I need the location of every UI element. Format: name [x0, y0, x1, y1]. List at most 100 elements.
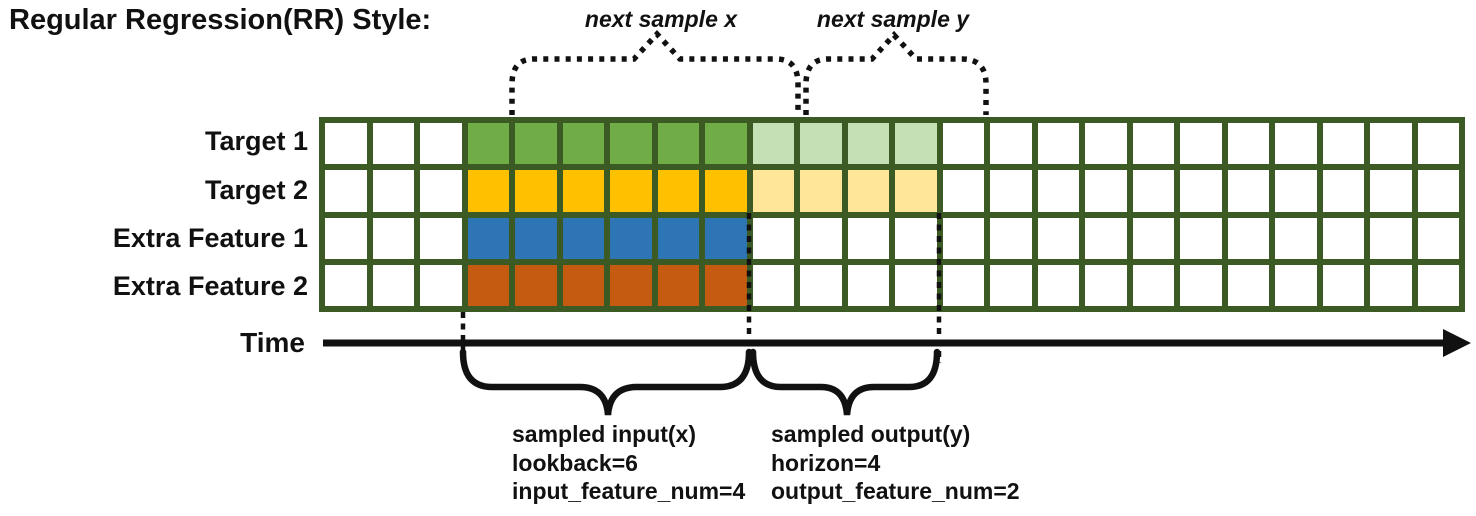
grid-cell	[325, 170, 367, 212]
grid-cell	[420, 217, 462, 259]
grid-cell	[847, 170, 889, 212]
grid-cell	[1417, 170, 1459, 212]
horizon-value: horizon=4	[771, 449, 881, 476]
grid-cell	[562, 264, 604, 306]
grid-cell	[1417, 123, 1459, 165]
grid-cell	[942, 123, 984, 165]
grid-cell	[1085, 264, 1127, 306]
next-sample-y-brace	[803, 30, 989, 115]
grid-cell	[467, 264, 509, 306]
next-sample-x-brace	[509, 29, 801, 115]
grid-cell	[1370, 217, 1412, 259]
grid-cell	[515, 170, 557, 212]
grid-cell	[752, 170, 794, 212]
grid-cell	[990, 170, 1032, 212]
grid-cell	[1037, 217, 1079, 259]
grid-cell	[657, 170, 699, 212]
grid-cell	[515, 264, 557, 306]
sampled-output-brace	[749, 348, 941, 416]
grid-cell	[895, 264, 937, 306]
next-sample-x-label: next sample x	[584, 6, 738, 32]
grid-cell	[752, 217, 794, 259]
grid-cell	[847, 123, 889, 165]
grid-cell	[705, 264, 747, 306]
grid-cell	[467, 123, 509, 165]
grid-cell	[990, 123, 1032, 165]
grid-cell	[1132, 123, 1174, 165]
grid-cell	[1275, 217, 1317, 259]
grid-cell	[1370, 170, 1412, 212]
diagram-title: Regular Regression(RR) Style:	[9, 4, 432, 36]
grid-cell	[1085, 217, 1127, 259]
grid-cell	[420, 264, 462, 306]
grid-cell	[467, 170, 509, 212]
grid-cell	[515, 123, 557, 165]
grid-cell	[657, 123, 699, 165]
sampled-input-brace	[459, 348, 753, 416]
grid-cell	[610, 123, 652, 165]
row-label-target-2: Target 2	[204, 175, 308, 205]
grid-cell	[1322, 217, 1364, 259]
grid-cell	[1132, 264, 1174, 306]
grid-cell	[847, 264, 889, 306]
grid-cell	[800, 264, 842, 306]
grid-cell	[1275, 264, 1317, 306]
grid-cell	[657, 264, 699, 306]
grid-cell	[1132, 217, 1174, 259]
grid-cell	[325, 217, 367, 259]
grid-cell	[1417, 264, 1459, 306]
grid-cell	[705, 170, 747, 212]
grid-cell	[1370, 264, 1412, 306]
grid-cell	[1322, 264, 1364, 306]
time-axis-label: Time	[240, 327, 305, 358]
grid-cell	[325, 123, 367, 165]
grid-cell	[610, 217, 652, 259]
grid-cell	[1322, 123, 1364, 165]
grid-cell	[1227, 217, 1269, 259]
row-label-extra-feature-2: Extra Feature 2	[112, 271, 308, 301]
grid-cell	[420, 123, 462, 165]
grid-cell	[1275, 170, 1317, 212]
grid-cell	[610, 170, 652, 212]
grid-cell	[800, 217, 842, 259]
grid-cell	[800, 170, 842, 212]
grid-cell	[1417, 217, 1459, 259]
grid-cell	[1322, 170, 1364, 212]
grid-cell	[562, 123, 604, 165]
grid-cell	[942, 217, 984, 259]
grid-cell	[562, 217, 604, 259]
grid-cell	[990, 264, 1032, 306]
next-sample-y-label: next sample y	[816, 6, 970, 32]
grid-cell	[1180, 170, 1222, 212]
grid-cell	[942, 264, 984, 306]
time-arrow-head-icon	[1443, 329, 1471, 357]
grid-cell	[942, 170, 984, 212]
grid-cell	[372, 217, 414, 259]
sampled-output-annotation: sampled output(y) horizon=4 output_featu…	[771, 420, 1020, 506]
grid-cell	[1180, 217, 1222, 259]
grid-cell	[1227, 264, 1269, 306]
grid-cell	[990, 217, 1032, 259]
grid-cell	[515, 217, 557, 259]
grid-cell	[1180, 123, 1222, 165]
grid-cell	[1085, 123, 1127, 165]
grid-cell	[1227, 170, 1269, 212]
grid-cell	[1227, 123, 1269, 165]
sampled-output-title: sampled output(y)	[771, 421, 971, 447]
sampled-input-annotation: sampled input(x) lookback=6 input_featur…	[512, 420, 745, 506]
row-label-target-1: Target 1	[204, 126, 308, 156]
grid-cell	[1275, 123, 1317, 165]
grid-cell	[372, 264, 414, 306]
grid-cell	[1037, 170, 1079, 212]
grid-cell	[372, 123, 414, 165]
row-label-extra-feature-1: Extra Feature 1	[112, 223, 308, 253]
grid-cell	[800, 123, 842, 165]
grid-cell	[1037, 264, 1079, 306]
grid-cell	[372, 170, 414, 212]
grid-cell	[1085, 170, 1127, 212]
grid-cell	[895, 123, 937, 165]
grid-cell	[467, 217, 509, 259]
grid-cell	[1370, 123, 1412, 165]
grid-cell	[420, 170, 462, 212]
grid-cell	[847, 217, 889, 259]
